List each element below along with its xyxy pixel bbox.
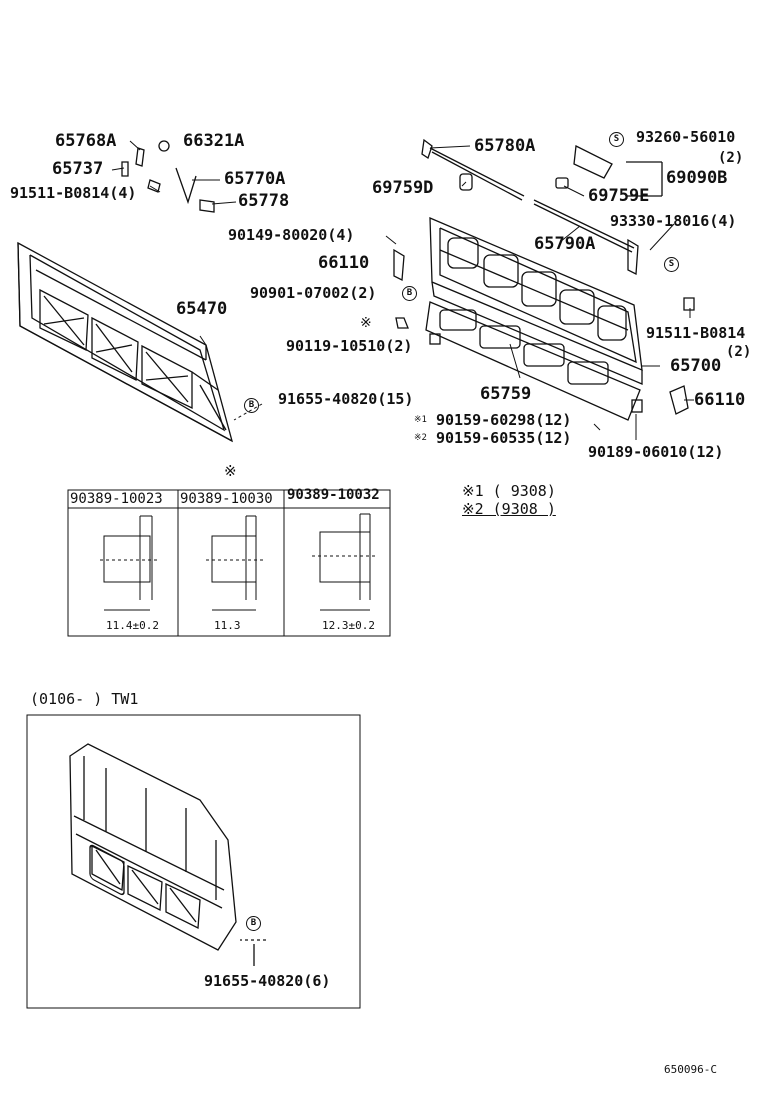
part-label-91511-right-qty: (2) [726,344,752,360]
part-label-65470: 65470 [176,299,228,319]
b-marker-icon: B [246,916,261,931]
part-label-65759: 65759 [480,384,532,404]
note-ref-2: ※2 (9308 ) [462,500,556,518]
part-label-65700: 65700 [670,356,722,376]
part-label-93260-qty: (2) [718,150,744,166]
note-ref-1: ※1 ( 9308) [462,482,556,500]
part-label-91655-40820-15: 91655-40820(15) [278,390,414,408]
part-label-91511-b0814-4: 91511-B0814(4) [10,184,137,202]
part-label-65737: 65737 [52,159,104,179]
reference-mark-1-icon: ※1 [414,415,427,425]
b-marker-icon: B [402,286,417,301]
part-label-69759E: 69759E [588,186,650,206]
part-label-66110-lower: 66110 [694,390,746,410]
s-marker-icon: S [609,132,624,147]
part-label-65768A: 65768A [55,131,117,151]
part-label-90119-10510: 90119-10510(2) [286,337,413,355]
part-label-69759D: 69759D [372,178,434,198]
rods [421,138,663,276]
collar-table [67,489,391,637]
inset-tw1 [26,714,361,1009]
tailgate-65700 [425,217,643,421]
s-marker-icon: S [664,257,679,272]
hinge-hardware [121,140,695,415]
part-label-93260-56010: 93260-56010 [636,128,736,146]
part-label-65770A: 65770A [224,169,286,189]
part-label-65778: 65778 [238,191,290,211]
table-header-90389-10023: 90389-10023 [70,491,163,507]
rear-panel-65470 [17,241,234,443]
part-label-90159-60535: 90159-60535(12) [436,429,572,447]
part-label-65790A: 65790A [534,234,596,254]
table-header-90389-10032: 90389-10032 [287,487,380,503]
part-label-66110-upper: 66110 [318,253,370,273]
part-label-69090B: 69090B [666,168,728,188]
reference-mark-icon: ※ [360,315,372,331]
part-label-90189-06010: 90189-06010(12) [588,443,724,461]
b-marker-icon: B [244,398,259,413]
part-label-65780A: 65780A [474,136,536,156]
leader-lines [111,140,694,440]
reference-mark-2-icon: ※2 [414,433,427,443]
part-label-90901-07002: 90901-07002(2) [250,284,377,302]
part-label-66321A: 66321A [183,131,245,151]
part-label-90159-60298: 90159-60298(12) [436,411,572,429]
figure-code: 650096-C [664,1063,717,1076]
table-reference-mark-icon: ※ [224,462,237,480]
part-label-91511-b0814-right: 91511-B0814 [646,324,746,342]
table-header-90389-10030: 90389-10030 [180,491,273,507]
dimension-3: 12.3±0.2 [322,619,375,632]
part-label-93330-18016: 93330-18016(4) [610,212,737,230]
dimension-1: 11.4±0.2 [106,619,159,632]
part-label-91655-40820-6: 91655-40820(6) [204,972,331,990]
dimension-2: 11.3 [214,619,241,632]
part-label-90149-80020: 90149-80020(4) [228,226,355,244]
inset-title: (0106- ) TW1 [30,690,139,708]
